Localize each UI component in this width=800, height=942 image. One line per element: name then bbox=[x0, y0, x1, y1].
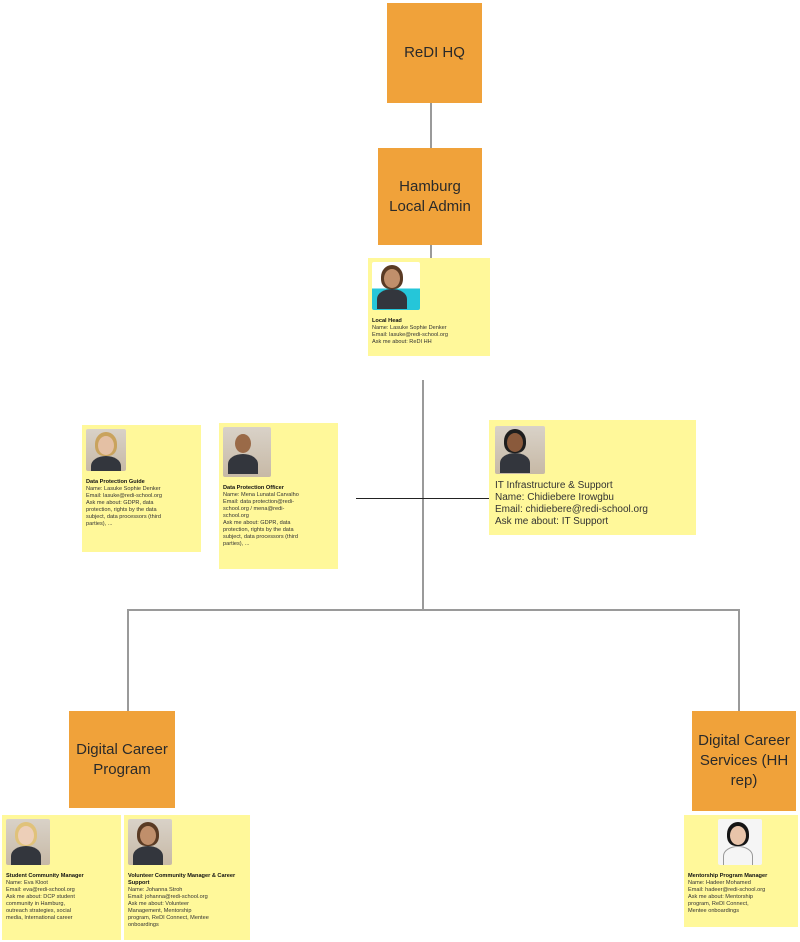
card-line: program, ReDI Connect, Mentee bbox=[128, 915, 209, 921]
node-redi-hq[interactable]: ReDI HQ bbox=[387, 3, 482, 103]
card-title: Local Head bbox=[372, 318, 402, 324]
card-line: IT Infrastructure & Support bbox=[495, 480, 613, 491]
node-digital-career-services[interactable]: Digital Career Services (HH rep) bbox=[692, 711, 796, 811]
profile-photo bbox=[6, 819, 50, 865]
card-line: outreach strategies, social bbox=[6, 908, 71, 914]
card-line: program, ReDI Connect, bbox=[688, 901, 749, 907]
card-volunteer-community-manager[interactable]: Volunteer Community Manager & Career Sup… bbox=[124, 815, 250, 940]
card-line: Ask me about: Mentorship bbox=[688, 894, 753, 900]
card-line: Name: Eva Kloot bbox=[6, 880, 48, 886]
card-line: parties), ... bbox=[223, 541, 250, 547]
card-line: protection, rights by the data bbox=[86, 507, 157, 513]
connector-horizontal bbox=[127, 609, 740, 611]
card-line: Email: data protection@redi- bbox=[223, 499, 294, 505]
card-title: Mentorship Program Manager bbox=[688, 873, 768, 879]
profile-photo bbox=[128, 819, 172, 865]
card-line: Management, Mentorship bbox=[128, 908, 192, 914]
profile-photo bbox=[372, 262, 420, 310]
card-title: Data Protection Officer bbox=[223, 485, 284, 491]
card-line: subject, data processors (third bbox=[86, 514, 161, 520]
card-data-protection-guide[interactable]: Data Protection Guide Name: Lasuke Sophi… bbox=[82, 425, 201, 552]
card-student-community-manager[interactable]: Student Community Manager Name: Eva Kloo… bbox=[2, 815, 121, 940]
card-line: Ask me about: GDPR, data bbox=[223, 520, 291, 526]
card-line: Name: Chidiebere Irowgbu bbox=[495, 492, 614, 503]
card-data-protection-officer[interactable]: Data Protection Officer Name: Mena Lunat… bbox=[219, 423, 338, 569]
card-line: Email: johanna@redi-school.org bbox=[128, 894, 208, 900]
card-line: subject, data processors (third bbox=[223, 534, 298, 540]
connector-hq-hamburg bbox=[430, 103, 432, 148]
card-local-head[interactable]: Local Head Name: Lasuke Sophie Denker Em… bbox=[368, 258, 490, 356]
connector-right-drop bbox=[738, 609, 740, 711]
card-line: Name: Lasuke Sophie Denker bbox=[372, 325, 447, 331]
card-line: school.org bbox=[223, 513, 249, 519]
connector-hamburg-localhead bbox=[430, 245, 432, 259]
card-it-infrastructure[interactable]: IT Infrastructure & Support Name: Chidie… bbox=[489, 420, 696, 535]
card-line: Email: hadeer@redi-school.org bbox=[688, 887, 766, 893]
card-line: media, International career bbox=[6, 915, 73, 921]
card-line: community in Hamburg, bbox=[6, 901, 66, 907]
card-line: Name: Hadeer Mohamed bbox=[688, 880, 751, 886]
card-line: Email: lasuke@redi-school.org bbox=[372, 332, 448, 338]
card-line: Name: Mena Lunatal Carvalho bbox=[223, 492, 299, 498]
card-line: school.org / mena@redi- bbox=[223, 506, 285, 512]
card-line: Name: Johanna Stroh bbox=[128, 887, 183, 893]
card-line: Ask me about: GDPR, data bbox=[86, 500, 154, 506]
card-line: Ask me about: ReDI HH bbox=[372, 339, 432, 345]
card-line: onboardings bbox=[128, 922, 159, 928]
card-mentorship-program-manager[interactable]: Mentorship Program Manager Name: Hadeer … bbox=[684, 815, 798, 927]
connector-left-drop bbox=[127, 609, 129, 711]
card-line: protection, rights by the data bbox=[223, 527, 294, 533]
connector-trunk bbox=[422, 380, 424, 610]
profile-photo bbox=[223, 427, 271, 477]
card-title: Volunteer Community Manager & Career Sup… bbox=[128, 873, 236, 886]
node-hamburg-local-admin[interactable]: Hamburg Local Admin bbox=[378, 148, 482, 245]
profile-photo bbox=[718, 819, 762, 865]
card-line: Name: Lasuke Sophie Denker bbox=[86, 486, 161, 492]
card-line: Ask me about: Volunteer bbox=[128, 901, 189, 907]
card-line: Email: chidiebere@redi-school.org bbox=[495, 504, 648, 515]
card-line: Email: lasuke@redi-school.org bbox=[86, 493, 162, 499]
profile-photo bbox=[86, 429, 126, 471]
card-line: parties), ... bbox=[86, 521, 113, 527]
card-line: Mentee onboardings bbox=[688, 908, 740, 914]
connector-crossbar bbox=[356, 498, 489, 499]
card-title: Student Community Manager bbox=[6, 873, 84, 879]
card-line: Ask me about: DCP student bbox=[6, 894, 75, 900]
card-line: Ask me about: IT Support bbox=[495, 516, 609, 527]
card-line: Email: eva@redi-school.org bbox=[6, 887, 75, 893]
profile-photo bbox=[495, 426, 545, 474]
node-digital-career-program[interactable]: Digital Career Program bbox=[69, 711, 175, 808]
card-title: Data Protection Guide bbox=[86, 479, 145, 485]
